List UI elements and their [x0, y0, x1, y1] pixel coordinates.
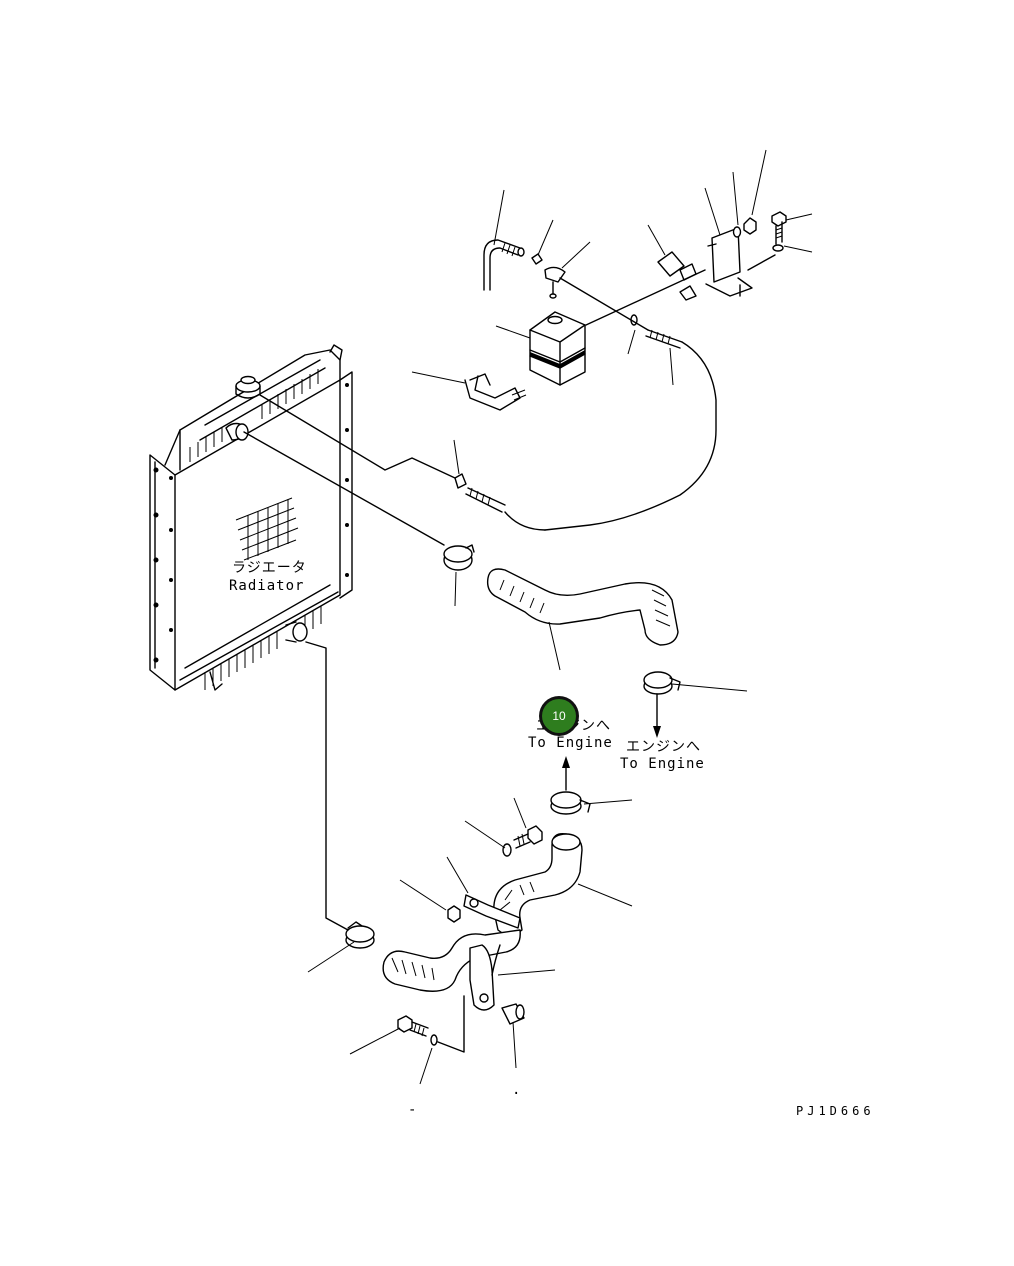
- to-engine-label-en-1: To Engine: [528, 735, 613, 751]
- hotspot-number: 10: [552, 709, 566, 723]
- dot-mark: .: [512, 1082, 521, 1098]
- hose-clamp-3: [550, 791, 591, 815]
- bolt-washer-2: [397, 995, 465, 1053]
- spacer-collar: [501, 1003, 525, 1025]
- nut: [447, 905, 461, 923]
- mount-bracket: [705, 211, 787, 297]
- hose-clamp-4: [345, 921, 375, 949]
- lower-hose: [382, 833, 583, 992]
- hose-bracket: [463, 894, 521, 1011]
- arrow-to-engine-2: [653, 693, 661, 738]
- drawing-code: PJ1D666: [796, 1104, 875, 1118]
- bolt-washer-1: [502, 825, 543, 857]
- hose-route-line: [305, 641, 349, 931]
- radiator-label-jp: ラジエータ: [232, 560, 307, 576]
- part-hotspot-10[interactable]: 10: [539, 696, 579, 736]
- overflow-pipe: [259, 394, 456, 479]
- radiator: [149, 344, 353, 691]
- overflow-long-hose: [454, 314, 717, 531]
- upper-hose: [486, 568, 679, 646]
- hose-clamp-1: [443, 544, 475, 571]
- overflow-hose: [483, 239, 525, 291]
- to-engine-label-jp-2: エンジンへ: [626, 739, 701, 755]
- reservoir-tank: [529, 311, 586, 386]
- dash-mark: -: [408, 1102, 417, 1118]
- to-engine-label-en-2: To Engine: [620, 756, 705, 772]
- clip-and-cap: [531, 253, 566, 299]
- hose-clamp-2: [643, 671, 681, 695]
- arrow-to-engine-1: [562, 756, 570, 791]
- radiator-label-en: Radiator: [229, 578, 304, 594]
- tank-bracket: [464, 373, 527, 411]
- caution-tags: [657, 251, 697, 301]
- leader-lines: [307, 149, 813, 1085]
- hotspot-fill: [542, 699, 576, 733]
